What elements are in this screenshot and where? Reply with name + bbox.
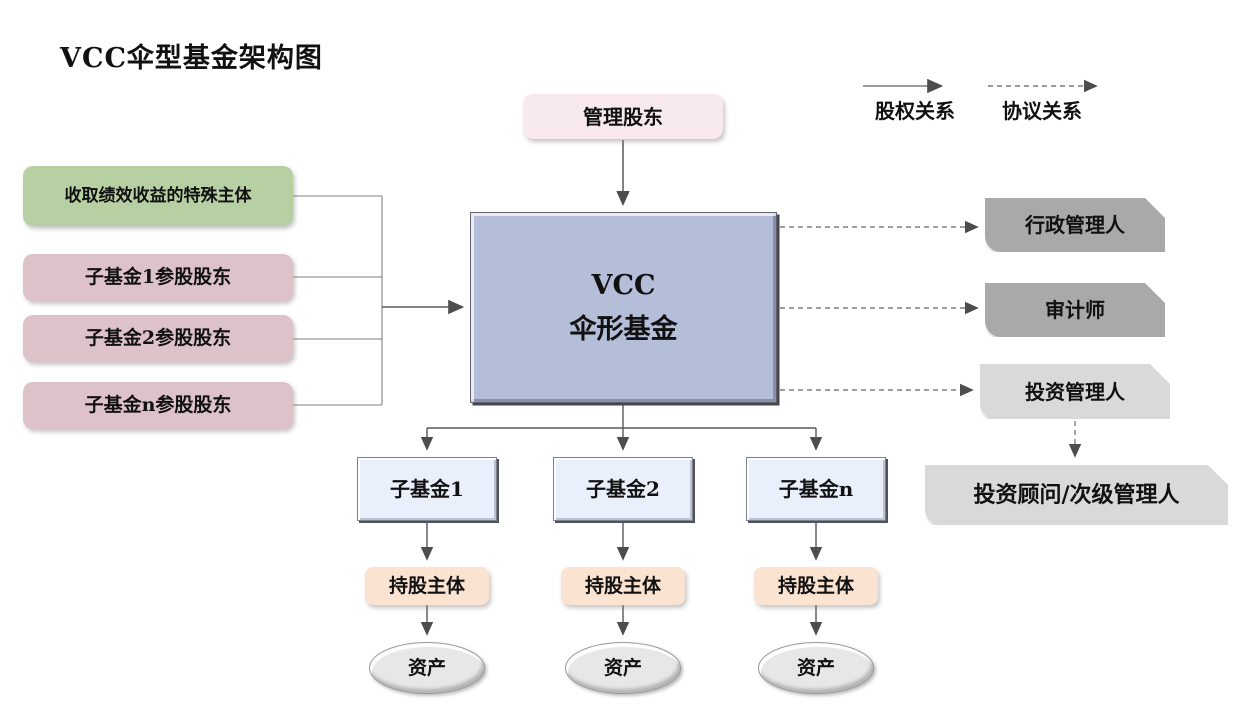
node-subfund-n: 子基金n [746, 457, 886, 521]
node-subfundn-shareholders: 子基金n参股股东 [23, 382, 293, 429]
node-asset-2: 资产 [565, 642, 681, 694]
node-holding-entity-1: 持股主体 [365, 567, 489, 605]
legend-equity-label: 股权关系 [875, 99, 955, 123]
left-shareholder-bus [293, 195, 383, 406]
node-subfund1-shareholders: 子基金1参股股东 [23, 254, 293, 301]
page-title: VCC伞型基金架构图 [60, 43, 323, 74]
node-asset-3: 资产 [758, 642, 874, 694]
vcc-label-line1: VCC [591, 270, 656, 302]
node-subfund-1: 子基金1 [357, 457, 497, 521]
node-asset-1: 资产 [369, 642, 485, 694]
node-subfund-2: 子基金2 [553, 457, 693, 521]
node-investment-manager: 投资管理人 [980, 364, 1170, 419]
node-vcc-umbrella-fund: VCC 伞形基金 [470, 212, 777, 403]
vcc-label-line2: 伞形基金 [569, 313, 678, 345]
node-managing-shareholder: 管理股东 [523, 94, 723, 139]
node-holding-entity-2: 持股主体 [561, 567, 685, 605]
column-arrows [420, 522, 823, 636]
subfund-tree [420, 404, 823, 451]
dashed-service-links [780, 220, 1082, 458]
node-investment-advisor: 投资顾问/次级管理人 [925, 465, 1228, 525]
node-special-entity: 收取绩效收益的特殊主体 [23, 166, 293, 226]
vcc-label: VCC 伞形基金 [570, 264, 678, 350]
legend-agreement-label: 协议关系 [1002, 99, 1082, 123]
node-holding-entity-3: 持股主体 [754, 567, 878, 605]
node-auditor: 审计师 [985, 283, 1165, 337]
node-administrator: 行政管理人 [985, 198, 1165, 252]
node-subfund2-shareholders: 子基金2参股股东 [23, 315, 293, 362]
